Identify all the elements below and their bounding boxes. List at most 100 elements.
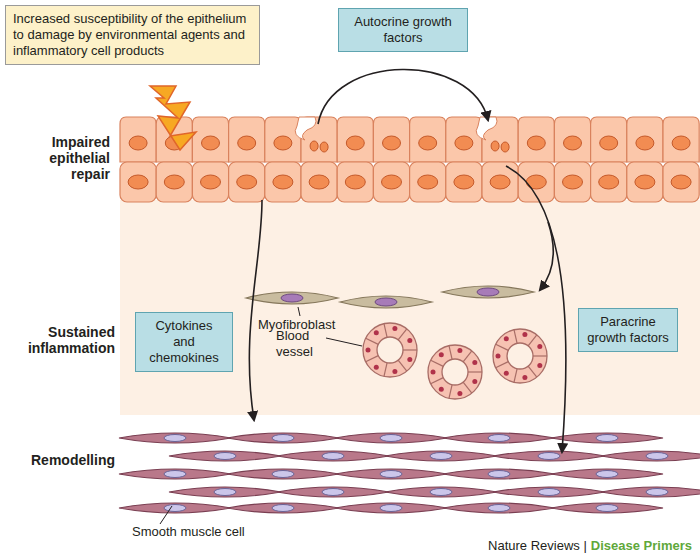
nucleus — [129, 136, 147, 150]
nucleus — [237, 175, 257, 189]
nucleus — [600, 136, 618, 150]
nucleus — [375, 298, 397, 306]
nucleus — [636, 136, 654, 150]
basal-cell — [591, 162, 627, 202]
smooth-muscle-cell — [443, 433, 555, 443]
smooth-muscle-cell — [493, 451, 605, 461]
nucleus — [526, 175, 546, 189]
row-label: Impaired epithelial repair — [10, 134, 110, 182]
basal-cell — [265, 162, 301, 202]
nucleus — [274, 136, 292, 150]
fragmented-nucleus — [501, 142, 509, 152]
epithelial-cell — [192, 117, 228, 162]
damage-gap — [476, 117, 497, 140]
smooth-muscle-cell — [119, 469, 231, 479]
smooth-muscle-cell — [601, 487, 700, 497]
basal-cell — [373, 162, 409, 202]
lightning-bolt — [150, 86, 196, 150]
nucleus — [430, 489, 452, 496]
nucleus — [201, 175, 221, 189]
epithelial-cell — [591, 117, 627, 162]
credit-line: Nature Reviews | Disease Primers — [488, 538, 692, 554]
epithelial-cell — [120, 117, 156, 162]
basal-cell — [482, 162, 518, 202]
row-label: Remodelling — [5, 452, 115, 468]
basal-cell — [156, 162, 192, 202]
myofibroblast-cell — [340, 296, 432, 308]
nucleus — [380, 505, 402, 512]
epithelial-cell — [663, 117, 699, 162]
box-text: Paracrine growth factors — [586, 314, 670, 346]
smooth-muscle-cell — [551, 469, 663, 479]
epithelial-cell — [410, 117, 446, 162]
smooth-muscle-cell — [169, 487, 281, 497]
smooth-muscle-cell — [493, 487, 605, 497]
journal-name: Nature Reviews | — [488, 538, 587, 553]
fragmented-nucleus — [320, 142, 328, 152]
epithelial-cell — [518, 117, 554, 162]
factor-box: Cytokines and chemokines — [135, 312, 233, 372]
epithelial-cell — [265, 117, 301, 162]
basal-cell — [410, 162, 446, 202]
smooth-muscle-cell — [335, 433, 447, 443]
smooth-muscle-cell — [119, 433, 231, 443]
smooth-muscle-cell — [443, 469, 555, 479]
part-label: Blood vessel — [276, 328, 326, 360]
basal-cell — [192, 162, 228, 202]
paracrine-branch-arrow — [540, 222, 553, 290]
nucleus — [383, 136, 401, 150]
factor-box: Autocrine growth factors — [338, 8, 468, 52]
nucleus — [418, 175, 438, 189]
nucleus — [380, 471, 402, 478]
smooth-muscle-cell — [385, 451, 497, 461]
nucleus — [599, 175, 619, 189]
smooth-muscle-cell — [227, 503, 339, 513]
basal-cell — [627, 162, 663, 202]
smooth-muscle-cell — [335, 469, 447, 479]
nucleus — [564, 136, 582, 150]
blood-vessel-shape — [428, 345, 482, 399]
leader-line — [298, 307, 300, 316]
nucleus — [164, 471, 186, 478]
nucleus — [128, 175, 148, 189]
blood-vessel-shape — [363, 323, 417, 377]
nucleus — [281, 294, 303, 302]
basal-cell — [120, 162, 156, 202]
nucleus — [238, 136, 256, 150]
nucleus — [214, 489, 236, 496]
nucleus — [538, 453, 560, 460]
nucleus — [538, 489, 560, 496]
basal-cell — [663, 162, 699, 202]
nucleus — [488, 505, 510, 512]
epithelial-cell — [627, 117, 663, 162]
nucleus — [488, 435, 510, 442]
journal-series: Disease Primers — [591, 538, 692, 553]
nucleus — [563, 175, 583, 189]
nucleus — [202, 136, 220, 150]
nucleus — [273, 175, 293, 189]
blood-vessel-shape — [493, 329, 547, 383]
nucleus — [477, 288, 499, 296]
nucleus — [345, 175, 365, 189]
nucleus — [527, 136, 545, 150]
leader-line — [326, 338, 362, 346]
paracrine-arrow — [506, 166, 566, 452]
nucleus — [596, 505, 618, 512]
nucleus — [322, 489, 344, 496]
fragmented-nucleus — [310, 141, 318, 151]
box-text: Increased susceptibility of the epitheli… — [13, 11, 252, 59]
epithelial-cell — [337, 117, 373, 162]
nucleus — [454, 175, 474, 189]
smooth-muscle-cell — [169, 451, 281, 461]
myofibroblast-cell — [246, 292, 338, 304]
smooth-muscle-cell — [277, 451, 389, 461]
nucleus — [455, 136, 473, 150]
nucleus — [430, 453, 452, 460]
nucleus — [380, 435, 402, 442]
lamina-ground — [120, 200, 700, 415]
smooth-muscle-cell — [227, 469, 339, 479]
myofibroblast-cell — [442, 286, 534, 298]
myofibroblasts — [246, 286, 534, 308]
